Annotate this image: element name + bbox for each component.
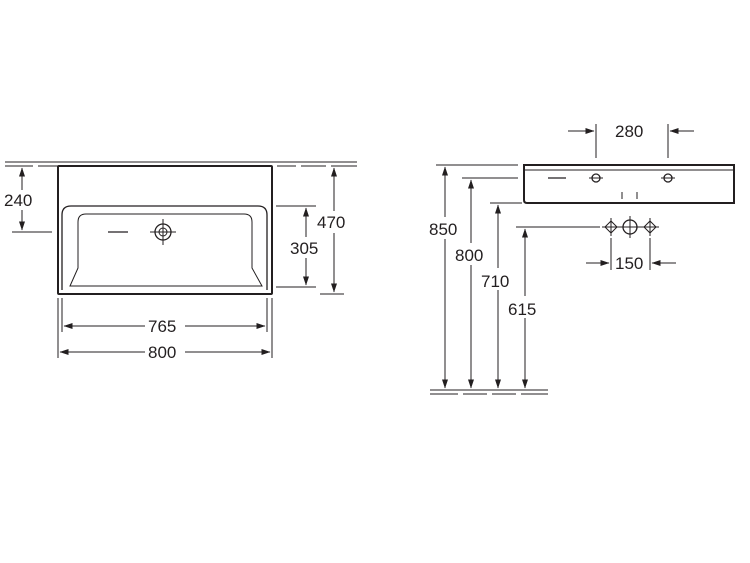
dim-850-label: 850 [429,220,457,239]
dim-710: 710 [481,202,522,389]
dim-470-label: 470 [317,213,345,232]
fitting-right-icon [641,218,659,236]
dim-150-label: 150 [615,254,643,273]
dim-765: 765 [61,298,268,336]
dim-615: 615 [508,226,600,389]
dim-280-label: 280 [615,122,643,141]
dim-470: 470 [317,167,345,295]
dim-305-label: 305 [290,239,318,258]
dim-800-height: 800 [455,177,518,389]
basin-bowl [61,205,268,290]
dim-150: 150 [586,238,676,273]
dim-240: 240 [4,167,52,233]
drain-icon [150,219,176,245]
dim-280: 280 [568,122,694,158]
top-view: 240 305 470 765 [4,161,357,362]
dim-710-label: 710 [481,272,509,291]
dim-800-height-label: 800 [455,246,483,265]
tap-hole-left-icon [589,173,603,183]
dim-305: 305 [276,205,318,288]
tap-hole-right-icon [661,173,675,183]
dim-240-label: 240 [4,191,32,210]
dim-800-label: 800 [148,343,176,362]
dim-800: 800 [57,298,273,362]
side-view: 280 150 [429,122,735,395]
floor-line [430,389,548,395]
dim-615-label: 615 [508,300,536,319]
dim-850: 850 [429,164,518,389]
basin-front-profile [523,164,735,204]
basin-outline [57,165,273,295]
dim-765-label: 765 [148,317,176,336]
fitting-left-icon [602,218,620,236]
fittings-row [602,216,659,238]
basin-inner-bowl [69,213,263,287]
fitting-center-icon [619,216,641,238]
